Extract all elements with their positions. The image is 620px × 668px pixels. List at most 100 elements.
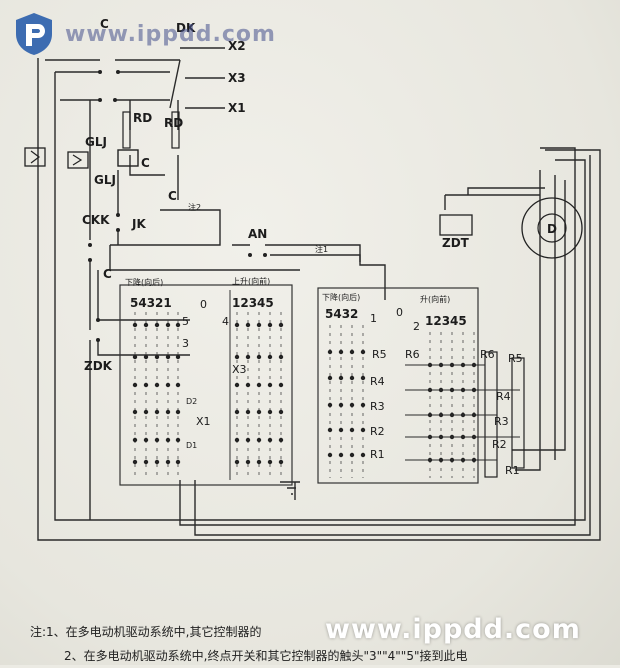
contact-dot [154,322,160,328]
label-ckk: CKK [82,213,110,227]
contact-dot [132,354,138,360]
left-down-digits: 54321 [130,296,172,310]
contact-dot [234,409,240,415]
resistor-r5: R5 [508,352,523,365]
contact-dot [338,427,344,433]
contact-dot [267,322,273,328]
right-controller [317,287,479,484]
contact-dot [245,437,251,443]
contact-dot [338,375,344,381]
contact-dot [165,459,171,465]
label-jk: JK [131,217,146,231]
left-d1: D1 [186,441,197,450]
left-x1: X1 [196,415,211,428]
right-down-digits: 5432 [325,307,358,321]
right-r2: R2 [370,425,385,438]
label-c-left: C [103,267,112,281]
label-motor: D [547,222,557,236]
contact-dot [165,322,171,328]
right-down-header: 下降(向后) [322,292,360,302]
label-zdt: ZDT [442,236,470,250]
contact-dot [267,382,273,388]
contact-dot [245,322,251,328]
contact-dot [165,437,171,443]
contact-dot [143,382,149,388]
contact-dot [360,349,366,355]
left-3: 3 [182,337,189,350]
contact-dot [278,382,284,388]
contact-dot [256,459,262,465]
right-r6: R6 [405,348,420,361]
main-wiring [37,47,601,541]
contact-dot [349,402,355,408]
contact-dot [175,459,181,465]
contact-dot [338,349,344,355]
right-1: 1 [370,312,377,325]
label-an: AN [248,227,267,241]
contact-dot [165,409,171,415]
right-2: 2 [413,320,420,333]
right-r1: R1 [370,448,385,461]
label-dk: DK [176,21,196,35]
label-x1: X1 [228,101,246,115]
contact-dot [143,354,149,360]
contact-dot [143,437,149,443]
left-5: 5 [182,315,189,328]
contact-dot [175,382,181,388]
contact-dot [132,322,138,328]
label-rd-1: RD [133,111,152,125]
contact-dot [338,402,344,408]
contact-dot [143,459,149,465]
contact-dot [327,427,333,433]
label-x2: X2 [228,39,246,53]
left-4: 4 [222,315,229,328]
label-rd-2: RD [164,116,183,130]
label-x3: X3 [228,71,246,85]
right-up-header: 升(向前) [420,294,450,304]
contact-dot [267,409,273,415]
label-glj-2: GLJ [94,173,116,187]
contact-dot [234,382,240,388]
footnote-2: 2、在多电动机驱动系统中,终点开关和其它控制器的触头"3""4""5"接到此电 [64,649,468,663]
contact-dot [256,409,262,415]
motor-symbol [521,197,583,259]
contact-dot [154,437,160,443]
contact-dot [245,382,251,388]
contact-dot [154,382,160,388]
resistor-r6: R6 [480,348,495,361]
contact-dot [245,409,251,415]
label-note1-mark: 注1 [315,244,328,254]
contact-dot [256,322,262,328]
contact-dot [349,427,355,433]
resistor-r4: R4 [496,390,511,403]
label-glj-1: GLJ [85,135,107,149]
relay-boxes [24,111,180,169]
contact-dot [132,437,138,443]
contact-dot [234,354,240,360]
contact-dot [267,459,273,465]
contact-points [132,312,477,480]
contact-dot [165,354,171,360]
footnotes: 注:1、在多电动机驱动系统中,其它控制器的 2、在多电动机驱动系统中,终点开关和… [30,620,610,668]
right-r5: R5 [372,348,387,361]
resistor-r1: R1 [505,464,520,477]
left-zero: 0 [200,298,207,311]
right-r4: R4 [370,375,385,388]
label-c-mid: C [168,189,177,203]
label-c-top: C [100,17,109,31]
contact-dot [278,437,284,443]
footnote-1: 注:1、在多电动机驱动系统中,其它控制器的 [30,625,262,639]
contact-dot [327,452,333,458]
contact-dot [143,322,149,328]
contact-dot [175,354,181,360]
resistor-r3: R3 [494,415,509,428]
contact-dot [267,437,273,443]
contact-dot [175,322,181,328]
contact-dot [143,409,149,415]
resistor-bank [405,351,525,478]
ippdd-logo [16,13,52,55]
contact-dot [327,375,333,381]
contact-dot [278,354,284,360]
